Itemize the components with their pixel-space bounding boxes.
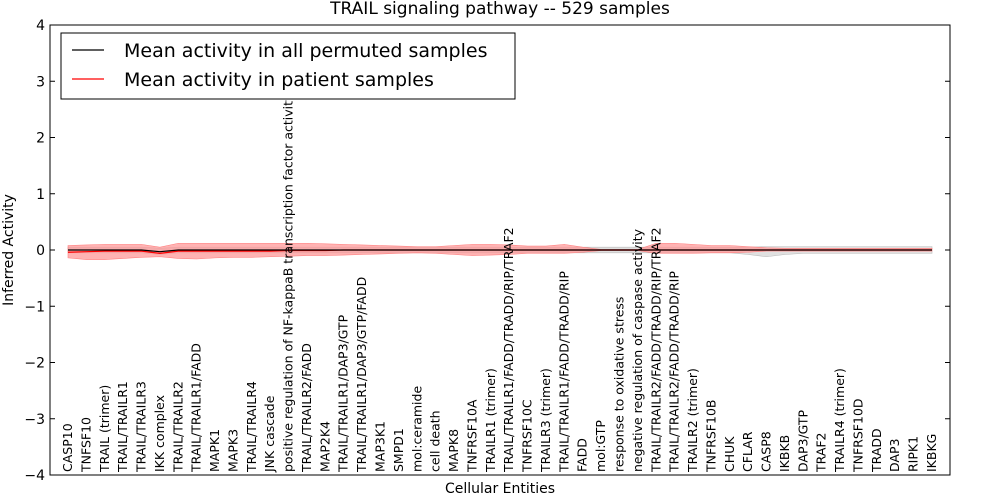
category-label: TRAIL/TRAILR1/FADD	[189, 343, 204, 473]
series-lines	[67, 249, 932, 254]
y-tick-label: −3	[24, 412, 45, 428]
band-patient	[67, 242, 933, 260]
category-label: TRAILR1 (trimer)	[483, 368, 498, 473]
category-label: RIPK1	[906, 436, 921, 472]
line-permuted	[68, 249, 932, 253]
category-label: MAP3K1	[373, 421, 388, 472]
category-label: TRAIL/TRAILR1/FADD/TRADD/RIP	[556, 271, 571, 473]
legend-box	[60, 32, 516, 100]
category-label: positive regulation of NF-kappaB transcr…	[281, 93, 296, 472]
category-label: IKBKG	[924, 434, 939, 472]
y-tick-label: −1	[24, 299, 45, 315]
category-label: CASP10	[60, 423, 75, 472]
category-label: TRAIL/TRAILR2/FADD	[299, 343, 314, 473]
category-label: IKK complex	[152, 395, 167, 472]
category-label: TRAIL (trimer)	[97, 385, 112, 473]
category-label: TNFSF10	[78, 417, 93, 473]
category-label: TRAIL/TRAILR1/DAP3/GTP/FADD	[354, 277, 369, 473]
plot-frame	[49, 24, 951, 476]
category-label: FADD	[575, 438, 590, 472]
category-label: TRAIL/TRAILR3	[134, 381, 149, 473]
category-label: IKBKB	[777, 435, 792, 472]
y-tick-label: 3	[36, 74, 45, 90]
category-label: negative regulation of caspase activity	[630, 228, 645, 472]
category-label: TRAF2	[814, 432, 829, 473]
category-label: TNFRSF10A	[464, 399, 479, 473]
category-label: TRAILR4 (trimer)	[832, 368, 847, 473]
category-label: TRADD	[869, 428, 884, 473]
category-label: DAP3	[887, 439, 902, 472]
category-label: TRAIL/TRAILR1	[115, 381, 130, 473]
category-label: TRAIL/TRAILR2/FADD/TRADD/RIP	[667, 271, 682, 473]
category-label: TRAIL/TRAILR1/DAP3/GTP	[336, 314, 351, 473]
y-axis-label: Inferred Activity	[1, 194, 17, 306]
category-label: DAP3/GTP	[795, 409, 810, 472]
category-label: mol:GTP	[593, 420, 608, 472]
category-label: JNK cascade	[262, 395, 277, 473]
category-label: CHUK	[722, 436, 737, 472]
category-label: SMPD1	[391, 428, 406, 472]
category-label: TRAIL/TRAILR1/FADD/TRADD/RIP/TRAF2	[501, 227, 516, 473]
category-label: cell death	[428, 410, 443, 472]
category-label: MAPK1	[207, 429, 222, 472]
category-label: mol:ceramide	[409, 386, 424, 472]
category-label: CASP8	[759, 431, 774, 472]
category-label: TRAIL/TRAILR4	[244, 381, 259, 473]
legend-label-patient: Mean activity in patient samples	[124, 69, 434, 91]
y-tick-label: 0	[36, 243, 45, 259]
chart-title: TRAIL signaling pathway -- 529 samples	[329, 0, 670, 19]
category-label: TRAILR2 (trimer)	[685, 368, 700, 473]
category-label: MAPK3	[225, 429, 240, 472]
y-tick-label: −4	[24, 468, 45, 484]
category-label: TRAIL/TRAILR2/FADD/TRADD/RIP/TRAF2	[648, 227, 663, 473]
category-label: TRAILR3 (trimer)	[538, 368, 553, 473]
y-tick-label: 1	[36, 187, 45, 203]
legend-label-permuted: Mean activity in all permuted samples	[124, 40, 487, 62]
y-tick-label: 4	[36, 18, 45, 34]
category-label: TNFRSF10D	[850, 398, 865, 473]
category-label: TRAIL/TRAILR2	[170, 381, 185, 473]
category-label: MAPK8	[446, 429, 461, 472]
y-axis-ticks: −4 −3 −2 −1 0 1 2 3 4	[24, 18, 950, 484]
x-axis-label: Cellular Entities	[445, 481, 555, 497]
category-label: TNFRSF10C	[520, 399, 535, 473]
category-label: response to oxidative stress	[611, 297, 626, 472]
category-label: MAP2K4	[317, 421, 332, 472]
category-label: CFLAR	[740, 431, 755, 472]
category-label: TNFRSF10B	[703, 400, 718, 473]
confidence-bands	[67, 242, 933, 260]
y-tick-label: 2	[36, 131, 45, 147]
y-tick-label: −2	[24, 356, 45, 372]
legend: Mean activity in all permuted samples Me…	[60, 32, 516, 100]
